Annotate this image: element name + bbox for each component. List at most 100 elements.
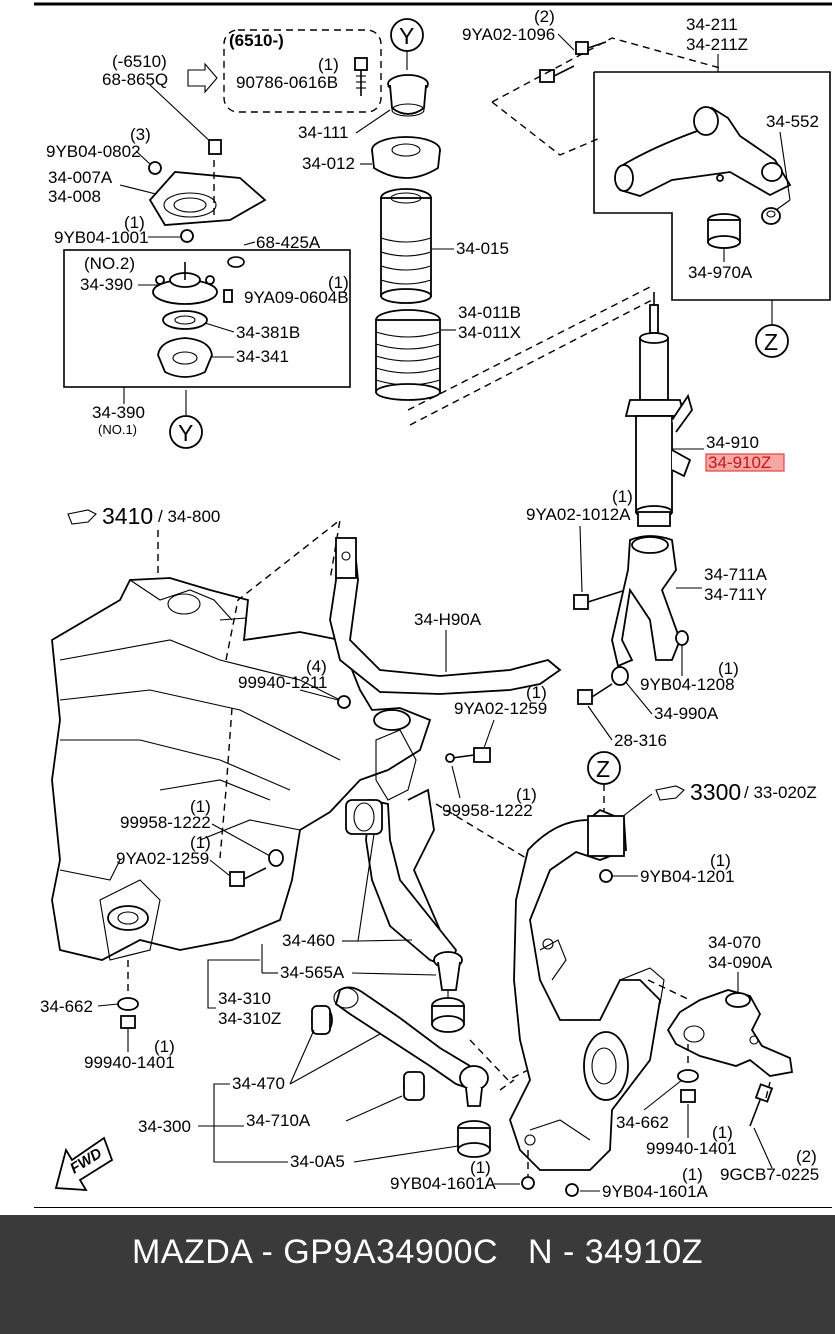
callout-9yb04-1208-qty: (1) — [718, 659, 739, 678]
mount-plate — [148, 171, 267, 226]
bolt-icon — [539, 41, 607, 83]
callout-34-011b: 34-011B — [458, 303, 521, 322]
nut-icon — [565, 1183, 579, 1197]
bushing-34-710a — [403, 1071, 425, 1101]
footer-strip — [0, 1208, 835, 1215]
callout-34-007a: 34-007A — [48, 168, 113, 187]
bolt-icon — [223, 289, 233, 303]
callout-34-390-no2: (NO.2) — [84, 254, 135, 273]
knuckle-33-020z — [509, 808, 665, 1171]
callout-34-h90a: 34-H90A — [414, 610, 482, 629]
callout-9gcb7-0225: 9GCB7-0225 — [720, 1165, 819, 1184]
callout-34-710a: 34-710A — [246, 1111, 311, 1130]
callout-9ya02-1259-upper: 9YA02-1259 — [454, 699, 547, 718]
footer-part-number: MAZDA - GP9A34900C N - 34910Z — [131, 1233, 704, 1271]
washer-icon — [268, 849, 284, 867]
washer-34-381b — [162, 310, 208, 330]
svg-text:Z: Z — [596, 756, 610, 782]
shock-absorber-34-910 — [624, 292, 693, 527]
callout-34-711y: 34-711Y — [704, 585, 767, 604]
group-box-34-211 — [593, 71, 831, 301]
callout-9ya02-1259-left-qty: (1) — [190, 833, 211, 852]
bracket-34-070 — [666, 989, 794, 1077]
strut-mount — [152, 262, 218, 305]
nut-icon — [148, 139, 222, 175]
callout-68-425a: 68-425A — [256, 233, 321, 252]
ref-33-020z: / 33-020Z — [744, 783, 817, 802]
bolt-icon — [749, 1081, 774, 1127]
callout-34-662-right: 34-662 — [616, 1113, 669, 1132]
fwd-arrow-icon: FWD — [54, 1136, 114, 1192]
svg-text:Z: Z — [764, 329, 778, 355]
callout-34-070: 34-070 — [708, 933, 761, 952]
callout-99940-1211-qty: (4) — [306, 657, 327, 676]
callout-9yb04-1601a-right: 9YB04-1601A — [602, 1182, 709, 1201]
callout-99940-1211: 99940-1211 — [238, 673, 328, 692]
callout-34-390-bottom: 34-390 — [92, 403, 145, 422]
callout-34-381b: 34-381B — [236, 323, 300, 342]
callout-34-111: 34-111 — [298, 123, 348, 142]
parts-diagram: (-6510) 68-865Q (6510-) (1) 90786-0616B … — [34, 2, 832, 1209]
group-box-34-390 — [63, 249, 351, 388]
bolt-icon — [354, 57, 368, 96]
callout-28-316: 28-316 — [614, 731, 667, 750]
washer-icon — [117, 997, 139, 1011]
callout-99940-1401-right-qty: (1) — [712, 1123, 733, 1142]
marker-z-bottom: Z — [587, 751, 621, 785]
bump-stop-34-111 — [387, 74, 429, 117]
callout-9yb04-1201: 9YB04-1201 — [640, 867, 735, 886]
nut-icon — [680, 1089, 696, 1103]
callout-9yb04-1601a-right-qty: (1) — [682, 1165, 703, 1184]
callout-34-970a: 34-970A — [688, 263, 753, 282]
callout-90786-qty: (1) — [318, 55, 339, 74]
callout-34-012: 34-012 — [302, 154, 355, 173]
callout-9ya02-1096: 9YA02-1096 — [462, 25, 555, 44]
callout-34-390-no1: (NO.1) — [98, 422, 137, 437]
callout-9yb04-1601a-left: 9YB04-1601A — [390, 1174, 497, 1193]
callout-34-211: 34-211 — [686, 15, 738, 34]
ref-3410: 3410 — [102, 503, 153, 529]
callout-9ya09-0604b: 9YA09-0604B — [244, 288, 349, 307]
callout-34-211z: 34-211Z — [686, 35, 748, 54]
nut-icon — [599, 869, 613, 883]
callout-34-910z: 34-910Z — [708, 453, 771, 472]
callout-99958-1222-right: 99958-1222 — [442, 801, 533, 820]
callout-9gcb7-0225-qty: (2) — [796, 1147, 817, 1166]
clip-icon — [227, 256, 245, 268]
ref-34-800: / 34-800 — [158, 507, 220, 526]
callout-9ya02-1012a: 9YA02-1012A — [526, 505, 631, 524]
callout-34-565a: 34-565A — [280, 963, 345, 982]
callout-34-310z: 34-310Z — [218, 1009, 281, 1028]
marker-z-top: Z — [755, 324, 789, 358]
marker-y-top: Y — [390, 18, 424, 52]
bushing-34-552 — [761, 207, 781, 225]
callout-34-341: 34-341 — [236, 347, 289, 366]
bump-boot-34-015 — [380, 188, 432, 304]
callout-34-470: 34-470 — [232, 1074, 285, 1093]
dust-boot-34-011b — [375, 309, 441, 401]
callout-34-0a5: 34-0A5 — [290, 1152, 345, 1171]
callout-34-011x: 34-011X — [458, 323, 521, 342]
subframe-34-800 — [51, 577, 432, 961]
callout-99940-1401-left-qty: (1) — [154, 1037, 175, 1056]
callout-9yb04-1201-qty: (1) — [710, 851, 731, 870]
callout-34-008: 34-008 — [48, 187, 101, 206]
callout-99958-1222-left-qty: (1) — [190, 797, 211, 816]
callout-99940-1401-left: 99940-1401 — [84, 1053, 175, 1072]
hand-pointer-icon — [67, 509, 97, 525]
callout-68-865q-qty: (-6510) — [112, 52, 167, 71]
nut-icon — [120, 1015, 136, 1029]
callout-68-865q: 68-865Q — [102, 70, 168, 89]
callout-9ya02-1259-left: 9YA02-1259 — [116, 849, 209, 868]
callout-34-015: 34-015 — [456, 239, 509, 258]
callout-9yb04-1001: 9YB04-1001 — [54, 228, 149, 247]
control-arm-34-460 — [345, 788, 463, 991]
callout-34-460: 34-460 — [282, 931, 335, 950]
callout-9yb04-1208: 9YB04-1208 — [640, 675, 735, 694]
lower-arm-34-300 — [333, 986, 489, 1107]
variant-box-label: (6510-) — [229, 31, 284, 50]
callout-34-662-left: 34-662 — [40, 997, 93, 1016]
bolt-icon — [445, 747, 491, 763]
callout-90786-0616b: 90786-0616B — [236, 73, 338, 92]
insulator-34-012 — [371, 136, 441, 179]
